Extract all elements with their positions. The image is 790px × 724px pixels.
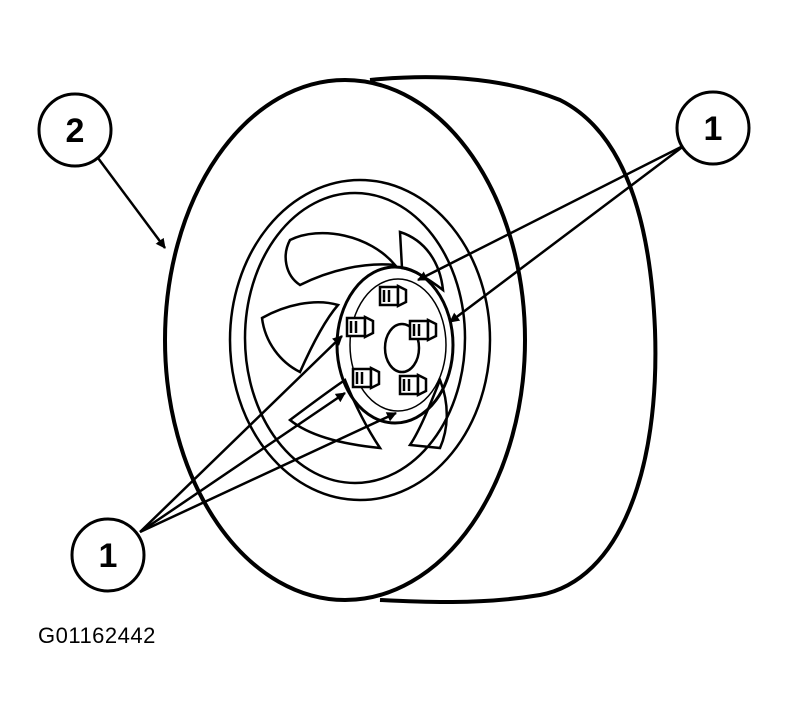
lug-nut-top [378, 283, 408, 309]
lug-nut-bottom-left [351, 365, 381, 391]
rim-opening-5 [407, 376, 448, 450]
figure-code: G01162442 [38, 623, 156, 648]
lug-nut-left [345, 314, 375, 340]
leader-wheel [96, 157, 167, 249]
leader-bottom-3 [139, 411, 397, 534]
leader-bottom-1 [139, 335, 343, 533]
rim-opening-3 [260, 301, 341, 374]
lug-nut-bottom-right [398, 372, 428, 398]
lug-nut-right [408, 317, 438, 343]
callout-wheel: 2 [37, 92, 113, 168]
hub-center-bore [383, 322, 421, 374]
callout-wheel-number: 2 [66, 112, 85, 150]
lug-nuts [345, 283, 438, 398]
callout-lug-nuts-bottom-number: 1 [99, 537, 118, 575]
tire [163, 75, 658, 605]
rim-opening-1 [284, 231, 398, 287]
tire-sidewall [163, 78, 527, 602]
callout-lug-nuts-top: 1 [675, 90, 751, 166]
leader-lines [96, 143, 686, 534]
hub-inner [349, 278, 447, 412]
rim-outer [243, 191, 467, 485]
leader-bottom-2 [139, 391, 346, 534]
tire-inner-edge [228, 178, 492, 502]
rim-opening-4 [287, 378, 383, 450]
callout-lug-nuts-top-number: 1 [704, 110, 723, 148]
tire-tread-outline [369, 75, 658, 605]
leader-top-1 [417, 143, 686, 282]
leader-top-2 [449, 144, 686, 323]
callout-lug-nuts-bottom: 1 [70, 517, 146, 593]
